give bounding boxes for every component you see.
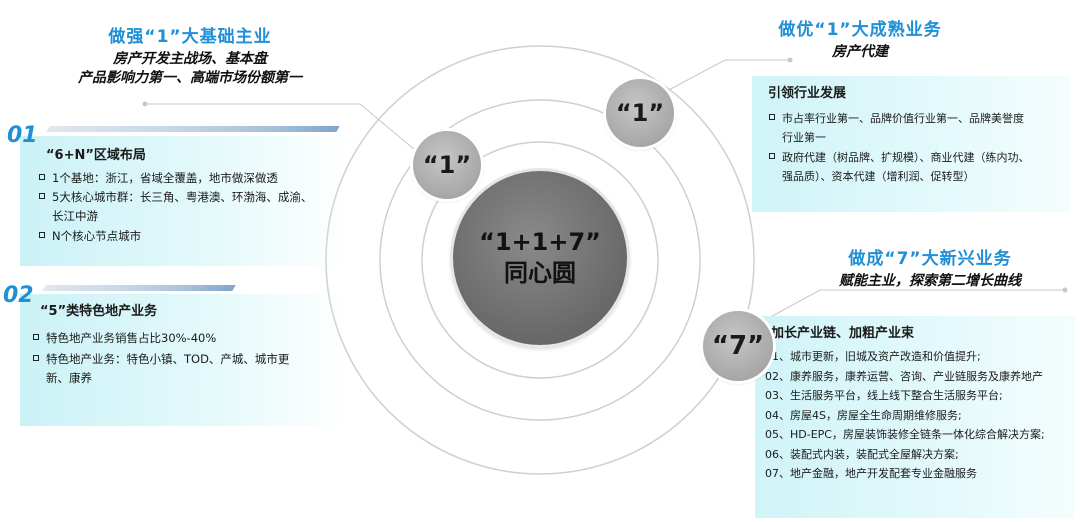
- bubble-bottom-right-7: “7”: [703, 311, 773, 381]
- bubble-bottom-right-label: “7”: [711, 331, 765, 361]
- panel01-stripe: [46, 126, 340, 132]
- panel-right-bottom-item: 06、装配式内装，装配式全屋解决方案;: [765, 447, 959, 461]
- panel-01: “6+N”区域布局 1个基地：浙江，省域全覆盖，地市做深做透 5大核心城市群：长…: [20, 136, 350, 266]
- panel02-item-cont: 新、康养: [46, 371, 92, 385]
- panel01-title: “6+N”区域布局: [46, 148, 146, 163]
- panel01-item: N个核心节点城市: [38, 227, 350, 246]
- panel-right-bottom-item: 05、HD-EPC，房屋装饰装修全链条一体化综合解决方案;: [765, 428, 1045, 441]
- inner-ring: [421, 141, 659, 379]
- panel02-title: “5”类特色地产业务: [40, 304, 158, 319]
- panel-right-bottom-item: 02、康养服务，康养运营、咨询、产业链服务及康养地产: [765, 369, 1043, 383]
- panel-right-bottom-item: 07、地产金融，地产开发配套专业金融服务: [765, 467, 977, 480]
- panel-right-top: 引领行业发展 市占率行业第一、品牌价值行业第一、品牌美誉度 行业第一 政府代建（…: [752, 76, 1070, 212]
- panel-right-bottom-item: 01、城市更新，旧城及资产改造和价值提升;: [765, 350, 981, 363]
- bubble-top-right-label: “1”: [615, 99, 665, 127]
- bubble-left-label: “1”: [422, 151, 472, 179]
- panel-right-bottom: 加长产业链、加粗产业束 01、城市更新，旧城及资产改造和价值提升; 02、康养服…: [755, 316, 1075, 518]
- panel-right-top-title: 引领行业发展: [768, 86, 847, 101]
- header-right-bottom-title: 做成“7”大新兴业务: [848, 249, 1012, 269]
- center-title-line1: “1+1+7”: [479, 228, 601, 256]
- panel01-item: 5大核心城市群：长三角、粤港澳、环渤海、成渝、: [38, 188, 350, 207]
- header-left-sub1: 房产开发主战场、基本盘: [113, 51, 267, 67]
- connector-dot-left: [142, 101, 148, 107]
- panel02-item: 特色地产业务：特色小镇、TOD、产城、城市更: [32, 350, 350, 369]
- connector-top-right: [649, 59, 790, 101]
- panel01-item: 1个基地：浙江，省域全覆盖，地市做深做透: [38, 169, 350, 188]
- center-circle: “1+1+7” 同心圆: [453, 171, 627, 345]
- panel01-number: 01: [7, 123, 38, 148]
- header-left-title: 做强“1”大基础主业: [108, 27, 272, 47]
- panel02-number: 02: [3, 283, 34, 308]
- panel-right-top-item-cont: 行业第一: [782, 131, 826, 144]
- center-title-line2: 同心圆: [504, 259, 576, 287]
- panel02-stripe: [42, 285, 236, 291]
- panel-right-bottom-title: 加长产业链、加粗产业束: [771, 326, 915, 341]
- header-left-sub2: 产品影响力第一、高端市场份额第一: [78, 70, 302, 86]
- panel-right-bottom-item: 03、生活服务平台，线上线下整合生活服务平台;: [765, 389, 1003, 402]
- panel-right-top-item: 政府代建（树品牌、扩规模）、商业代建（练内功、: [768, 148, 1070, 167]
- panel-right-bottom-item: 04、房屋4S，房屋全生命周期维修服务;: [765, 408, 962, 422]
- connector-bottom-right: [764, 289, 1065, 321]
- header-left: 做强“1”大基础主业 房产开发主战场、基本盘 产品影响力第一、高端市场份额第一: [40, 22, 340, 88]
- middle-ring: [379, 99, 701, 421]
- connector-dot-top-right: [787, 57, 793, 63]
- panel-02: “5”类特色地产业务 特色地产业务销售占比30%-40% 特色地产业务：特色小镇…: [20, 294, 350, 426]
- header-right-bottom: 做成“7”大新兴业务 赋能主业，探索第二增长曲线: [800, 244, 1060, 291]
- header-right-top-sub: 房产代建: [832, 44, 888, 60]
- panel-right-top-item: 市占率行业第一、品牌价值行业第一、品牌美誉度: [768, 109, 1070, 128]
- panel01-item-cont: 长江中游: [52, 209, 98, 223]
- header-right-top: 做优“1”大成熟业务 房产代建: [750, 15, 970, 62]
- header-right-top-title: 做优“1”大成熟业务: [778, 20, 942, 40]
- panel-right-top-item-cont: 强品质）、资本代建（增利润、促转型）: [782, 169, 975, 183]
- connector-dot-bottom-right: [1062, 287, 1068, 293]
- header-right-bottom-sub: 赋能主业，探索第二增长曲线: [839, 273, 1021, 289]
- bubble-left-1: “1”: [413, 131, 481, 199]
- connector-left: [145, 103, 416, 151]
- bubble-top-right-1: “1”: [606, 79, 674, 147]
- panel02-item: 特色地产业务销售占比30%-40%: [32, 329, 350, 348]
